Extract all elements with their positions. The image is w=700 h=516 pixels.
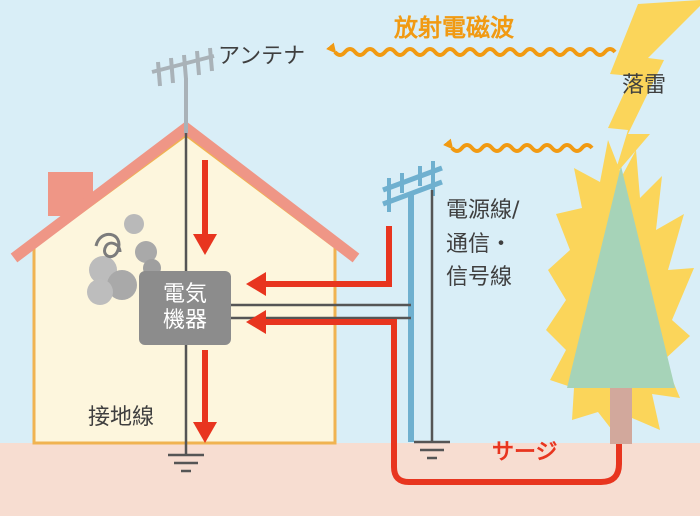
surge-arrow-upper [262, 226, 392, 287]
lines-label-2: 通信・ [446, 232, 513, 257]
lightning-bolt-icon [608, 0, 700, 176]
tv-antenna-icon [151, 47, 215, 133]
smoke-icon [87, 214, 161, 305]
electrical-device: 電気 機器 [139, 271, 231, 345]
surge-path [262, 319, 622, 485]
antenna-label: アンテナ [218, 44, 306, 69]
surge-arrow-ground-head [193, 422, 217, 443]
emp-arrow-top [326, 42, 617, 57]
lines-label-3: 信号線 [446, 265, 513, 290]
surge-label: サージ [492, 440, 558, 465]
emp-arrow-low [443, 138, 594, 153]
surge-arrow-antenna-head [193, 234, 217, 255]
pole-ground-symbol-icon [414, 440, 450, 460]
surge-arrow-head-lower [246, 310, 266, 334]
surge-arrow-head-upper [246, 272, 266, 296]
ground-symbol-icon [168, 453, 204, 473]
emp-label: 放射電磁波 [394, 14, 514, 42]
tree-icon [567, 166, 675, 444]
lightning-label: 落雷 [622, 73, 667, 98]
device-label-line-1: 電気 [162, 281, 207, 307]
ground-wire-label: 接地線 [88, 405, 155, 430]
lines-label-1: 電源線/ [446, 198, 520, 223]
device-label-line-2: 機器 [162, 308, 207, 333]
